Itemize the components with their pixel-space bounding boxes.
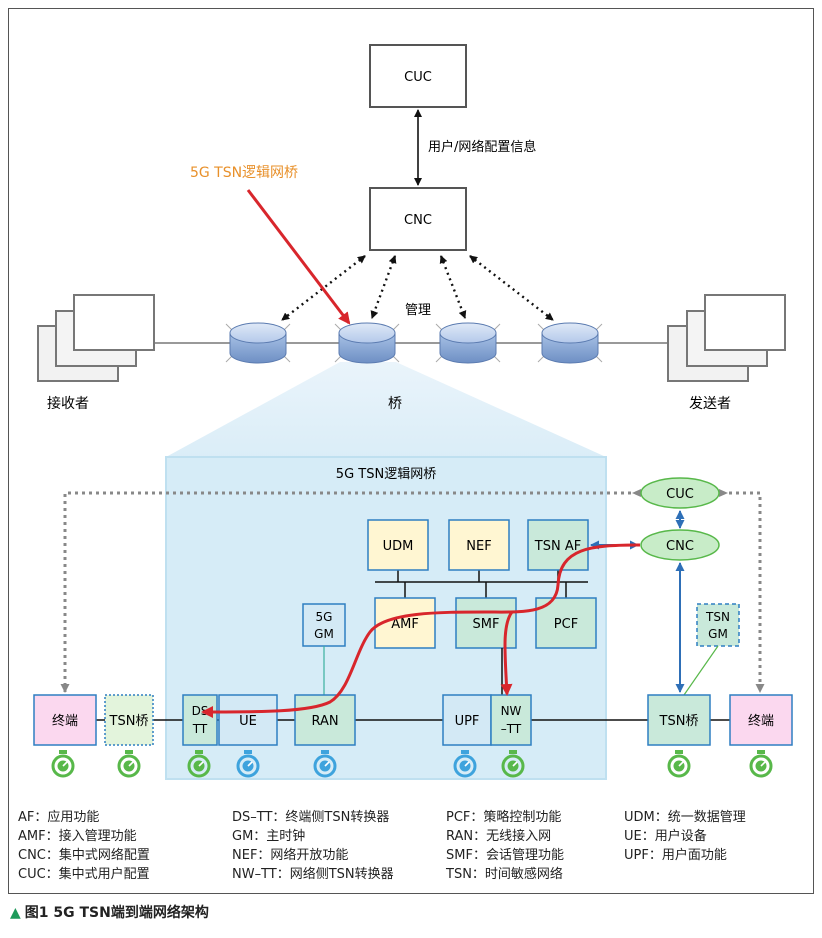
legend-item: UE：用户设备 — [624, 829, 707, 844]
receiver-label: 接收者 — [47, 395, 89, 412]
legend-item: AMF：接入管理功能 — [18, 829, 137, 844]
svg-text:–TT: –TT — [501, 722, 522, 736]
clock-icon — [313, 750, 337, 778]
svg-text:TT: TT — [192, 722, 208, 736]
callout-red-arrow — [246, 189, 351, 325]
legend-item: AF：应用功能 — [18, 810, 100, 825]
router-3 — [435, 322, 501, 364]
nef-node: NEF — [448, 519, 510, 571]
zoom-beam — [166, 362, 606, 457]
logical-bridge-callout: 5G TSN逻辑网桥 — [190, 165, 298, 181]
svg-text:TSN: TSN — [705, 610, 730, 624]
legend-item: CNC：集中式网络配置 — [18, 848, 150, 863]
svg-text:CNC: CNC — [666, 539, 694, 554]
legend-column-1: AF：应用功能 AMF：接入管理功能 CNC：集中式网络配置 CUC：集中式用户… — [18, 808, 150, 884]
legend-column-4: UDM：统一数据管理 UE：用户设备 UPF：用户面功能 — [624, 808, 746, 865]
legend-item: DS–TT：终端侧TSN转换器 — [232, 810, 390, 825]
tsn-gm-node: TSN GM — [696, 603, 740, 647]
router-2-bridge — [334, 322, 400, 364]
red-path-to-nwtt — [500, 611, 514, 696]
tsn-bridge-right-node: TSN桥 — [647, 694, 711, 746]
ds-tt-node: DS TT — [182, 694, 218, 746]
receiver-stack — [37, 294, 155, 382]
legend-item: NW–TT：网络侧TSN转换器 — [232, 867, 394, 882]
sender-stack — [667, 294, 786, 382]
legend-item: UDM：统一数据管理 — [624, 810, 746, 825]
svg-text:SMF: SMF — [473, 617, 500, 632]
clock-icon — [51, 750, 75, 778]
upf-node: UPF — [442, 694, 492, 746]
svg-text:GM: GM — [708, 627, 728, 641]
tsngm-bridge-link — [683, 645, 719, 696]
svg-text:NW: NW — [501, 704, 522, 718]
tsn-bridge-left-node: TSN桥 — [104, 694, 154, 746]
svg-text:UE: UE — [239, 714, 257, 729]
svg-text:GM: GM — [314, 627, 334, 641]
figure-caption: ▲图1 5G TSN端到端网络架构 — [10, 902, 209, 922]
clock-icon — [749, 750, 773, 778]
triangle-icon: ▲ — [10, 905, 21, 921]
legend-item: GM：主时钟 — [232, 829, 306, 844]
svg-text:UDM: UDM — [383, 539, 414, 554]
udm-node: UDM — [367, 519, 429, 571]
terminal-right-node: 终端 — [729, 694, 793, 746]
svg-text:NEF: NEF — [466, 539, 491, 554]
svg-text:PCF: PCF — [554, 617, 578, 632]
legend-item: TSN：时间敏感网络 — [446, 867, 563, 882]
cuc-right-arrowhead — [719, 489, 728, 497]
clock-icon — [667, 750, 691, 778]
cnc-node: CNC — [640, 529, 720, 561]
svg-text:TSN AF: TSN AF — [534, 539, 581, 554]
legend-item: RAN：无线接入网 — [446, 829, 552, 844]
caption-text: 图1 5G TSN端到端网络架构 — [24, 905, 209, 921]
logical-bridge-title: 5G TSN逻辑网桥 — [336, 467, 436, 482]
svg-text:AMF: AMF — [391, 617, 419, 632]
legend-item: CUC：集中式用户配置 — [18, 867, 150, 882]
cuc-node: CUC — [640, 477, 720, 509]
sba-bus — [375, 570, 588, 598]
svg-text:RAN: RAN — [311, 714, 338, 729]
red-path-to-dstt — [201, 543, 641, 718]
cnc-top-node: CNC — [369, 187, 467, 251]
config-info-label: 用户/网络配置信息 — [428, 139, 536, 155]
cuc-top-node: CUC — [369, 44, 467, 108]
legend-item: SMF：会话管理功能 — [446, 848, 564, 863]
svg-text:终端: 终端 — [52, 713, 78, 729]
svg-text:CNC: CNC — [404, 213, 432, 228]
cuc-terminal-dotted-paths — [60, 491, 765, 693]
cuc-left-arrowhead — [632, 489, 641, 497]
clock-icon — [187, 750, 211, 778]
clock-icon — [453, 750, 477, 778]
svg-text:终端: 终端 — [748, 713, 774, 729]
clock-icon — [117, 750, 141, 778]
legend-item: NEF：网络开放功能 — [232, 848, 349, 863]
gm-5g-node: 5G GM — [302, 603, 346, 647]
mgmt-arrows — [281, 255, 554, 321]
legend-item: UPF：用户面功能 — [624, 848, 727, 863]
svg-text:CUC: CUC — [666, 487, 694, 502]
legend-column-3: PCF：策略控制功能 RAN：无线接入网 SMF：会话管理功能 TSN：时间敏感… — [446, 808, 564, 884]
router-4 — [537, 322, 603, 364]
nw-tt-node: NW –TT — [490, 694, 532, 746]
svg-text:TSN桥: TSN桥 — [109, 714, 149, 729]
terminal-left-node: 终端 — [33, 694, 97, 746]
sender-label: 发送者 — [689, 396, 731, 412]
clock-icon — [236, 750, 260, 778]
svg-text:5G: 5G — [316, 610, 333, 624]
legend-item: PCF：策略控制功能 — [446, 810, 562, 825]
tsn-af-node: TSN AF — [527, 519, 589, 571]
router-1 — [225, 322, 291, 364]
clock-icon — [501, 750, 525, 778]
ue-node: UE — [218, 694, 278, 746]
mgmt-label: 管理 — [405, 303, 431, 318]
svg-text:UPF: UPF — [455, 714, 480, 729]
svg-text:CUC: CUC — [404, 70, 432, 85]
legend-column-2: DS–TT：终端侧TSN转换器 GM：主时钟 NEF：网络开放功能 NW–TT：… — [232, 808, 394, 884]
bridge-label: 桥 — [388, 396, 402, 412]
svg-text:TSN桥: TSN桥 — [659, 714, 699, 729]
